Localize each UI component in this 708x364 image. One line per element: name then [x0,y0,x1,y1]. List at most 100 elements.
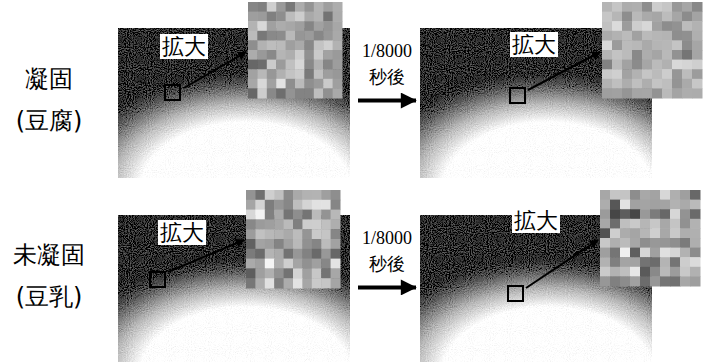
inset-pixel [333,88,343,98]
inset-pixel [650,209,661,219]
inset-pixel [640,238,651,248]
inset-pixel [257,79,267,89]
inset-pixel [620,276,631,286]
inset-pixel [312,210,322,220]
inset-pixel [333,50,343,60]
speckle-panel: 拡大 [118,190,354,364]
inset-pixel [286,2,296,12]
inset-pixel [680,267,691,277]
inset-pixel [652,79,663,89]
inset-pixel [323,79,333,89]
inset-pixel [321,268,331,278]
inset-pixel [662,2,673,12]
inset-pixel [672,12,683,22]
inset-pixel [248,40,258,50]
inset-pixel [333,21,343,31]
inset-pixel [612,60,623,70]
inset-pixel [620,190,631,200]
speckle-panel: 拡大 [420,190,704,364]
inset-pixel [267,69,277,79]
inset-pixel [662,50,673,60]
inset-pixel [323,50,333,60]
inset-pixel [284,268,294,278]
inset-pixel [660,238,671,248]
inset-pixel [276,12,286,22]
inset-pixel [660,267,671,277]
inset-pixel [632,12,643,22]
inset-pixel [602,40,613,50]
speckle-image [118,215,350,362]
inset-pixel [670,276,681,286]
inset-pixel [690,257,701,267]
inset-pixel [600,238,611,248]
inset-pixel [692,40,703,50]
inset-pixel [630,228,641,238]
inset-pixel [622,2,633,12]
inset-pixel [265,210,275,220]
inset-pixel [246,210,256,220]
inset-pixel [650,257,661,267]
inset-pixel [265,239,275,249]
inset-pixel [662,31,673,41]
inset-pixel [680,209,691,219]
inset-pixel [314,21,324,31]
inset-pixel [672,21,683,31]
inset-pixel [312,278,322,288]
inset-pixel [276,21,286,31]
inset-pixel [680,228,691,238]
inset-pixel [632,60,643,70]
inset-pixel [670,248,681,258]
inset-pixel [640,228,651,238]
inset-pixel [323,60,333,70]
inset-pixel [333,31,343,41]
inset-pixel [295,31,305,41]
inset-pixel [690,276,701,286]
inset-pixel [321,239,331,249]
speckle-images [118,28,652,362]
inset-pixel [630,267,641,277]
inset-pixel [293,200,303,210]
inset-pixel [620,209,631,219]
inset-pixel [295,2,305,12]
inset-pixel [660,228,671,238]
inset-pixel [274,190,284,200]
inset-pixel [267,60,277,70]
zoom-label: 拡大 [512,208,560,233]
inset-pixel [650,200,661,210]
inset-pixel [302,190,312,200]
inset-pixel [314,69,324,79]
zoom-square [165,85,180,100]
inset-pixel [690,200,701,210]
inset-pixel [612,31,623,41]
inset-pixel [642,79,653,89]
inset-pixel [302,239,312,249]
time-label: 1/8000 秒後 [356,225,418,277]
inset-pixel [642,69,653,79]
inset-pixel [640,248,651,258]
inset-pixel [680,238,691,248]
inset-pixel [662,60,673,70]
inset-pixel [265,249,275,259]
inset-pixel [302,200,312,210]
inset-pixel [682,69,693,79]
inset-pixel [255,190,265,200]
row-label: 未凝固 (豆乳) [3,234,95,318]
inset-pixel [682,2,693,12]
inset-pixel [295,21,305,31]
inset-pixel [274,239,284,249]
inset-pixel [295,12,305,22]
inset-pixel [652,69,663,79]
inset-pixel [622,31,633,41]
inset-pixel [672,88,683,98]
inset-pixel [257,50,267,60]
inset-pixel [662,21,673,31]
inset-pixel [333,69,343,79]
inset-pixel [632,21,643,31]
inset-pixel [660,200,671,210]
inset-pixel [257,12,267,22]
inset-pixel [692,88,703,98]
inset-pixel [257,31,267,41]
inset-pixel [255,210,265,220]
inset-pixel [274,229,284,239]
